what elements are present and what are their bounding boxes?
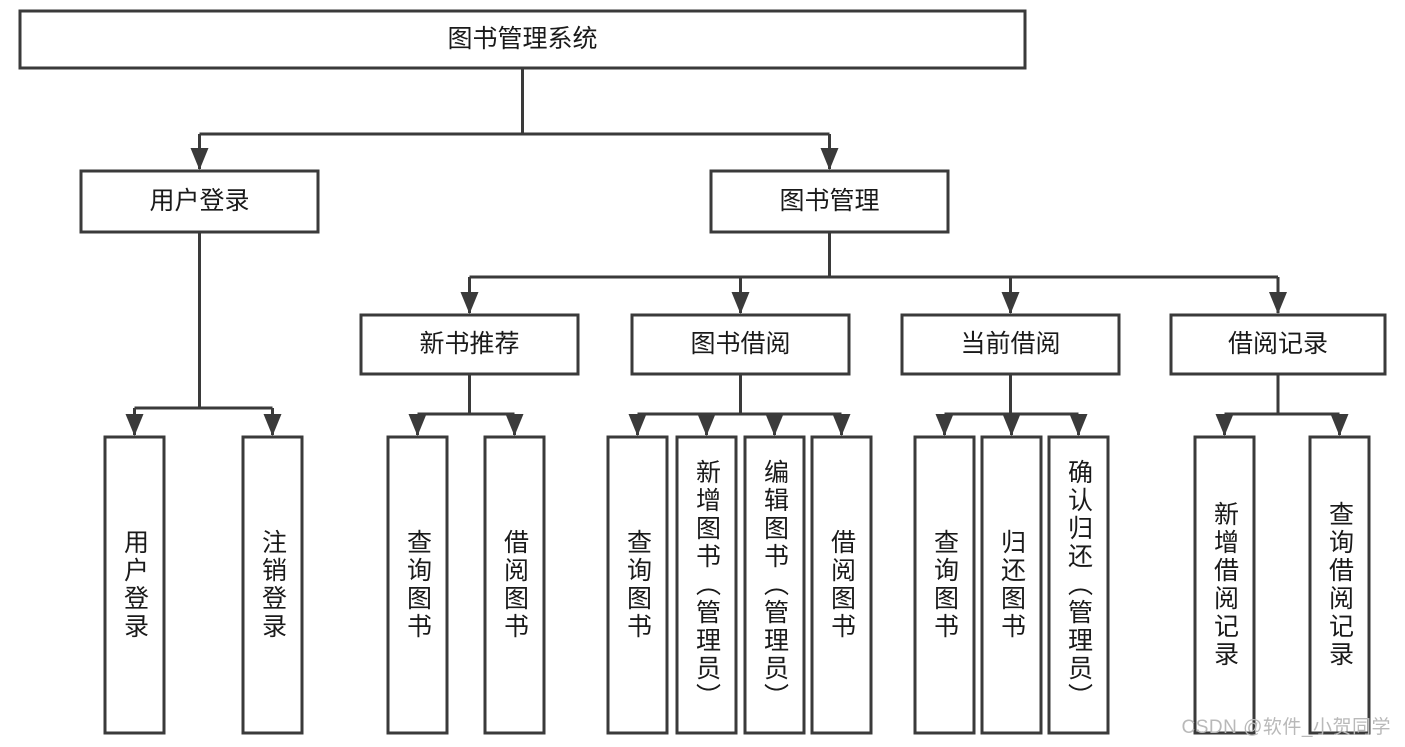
arrow-head-icon (1269, 292, 1287, 314)
arrow-head-icon (505, 414, 524, 436)
level2-node-box-user-login[interactable] (79, 169, 320, 234)
level2-node-box-book-manage[interactable] (709, 169, 950, 234)
arrow-head-icon (263, 414, 282, 436)
arrow-head-icon (935, 414, 954, 436)
arrow-head-icon (408, 414, 427, 436)
arrow-head-icon (820, 148, 839, 170)
level3-node-label-borrow-record: 借阅记录 (1228, 330, 1328, 358)
root-node-box[interactable] (18, 9, 1027, 70)
arrow-head-icon (628, 414, 647, 436)
arrow-head-icon (832, 414, 851, 436)
arrow-head-icon (731, 292, 750, 314)
level3-node-label-book-borrow: 图书借阅 (690, 330, 790, 358)
leaf-node-box-leaf-user-login[interactable] (103, 435, 166, 735)
leaf-node-box-leaf-add-record[interactable] (1193, 435, 1256, 735)
arrow-head-icon (1002, 414, 1021, 436)
leaf-node-box-leaf-confirm-return[interactable] (1047, 435, 1110, 735)
leaf-node-box-leaf-borrow-book[interactable] (810, 435, 873, 735)
level2-node-label-user-login: 用户登录 (149, 187, 249, 215)
arrow-head-icon (765, 414, 784, 436)
arrow-head-icon (1330, 414, 1349, 436)
leaf-node-box-leaf-add-book[interactable] (675, 435, 738, 735)
leaf-node-box-leaf-edit-book[interactable] (743, 435, 806, 735)
leaf-node-box-leaf-query-book-borrow[interactable] (606, 435, 669, 735)
arrow-head-icon (1001, 292, 1020, 314)
root-node-label: 图书管理系统 (447, 25, 597, 53)
level2-node-label-book-manage: 图书管理 (779, 187, 879, 215)
arrow-head-icon (460, 292, 479, 314)
arrow-head-icon (697, 414, 716, 436)
arrow-head-icon (125, 414, 144, 436)
arrow-head-icon (1069, 414, 1088, 436)
arrow-head-icon (190, 148, 209, 170)
leaf-node-box-leaf-return-book[interactable] (980, 435, 1043, 735)
leaf-node-box-leaf-logout[interactable] (241, 435, 304, 735)
level3-node-label-current-borrow: 当前借阅 (960, 330, 1060, 358)
level3-node-label-new-book-rec: 新书推荐 (419, 330, 519, 358)
leaf-node-box-leaf-query-record[interactable] (1308, 435, 1371, 735)
arrow-head-icon (1215, 414, 1234, 436)
leaf-node-box-leaf-borrow-book-rec[interactable] (483, 435, 546, 735)
leaf-node-box-leaf-query-book-cur[interactable] (913, 435, 976, 735)
level3-node-box-borrow-record[interactable] (1169, 313, 1387, 376)
leaf-node-box-leaf-query-book-rec[interactable] (386, 435, 449, 735)
csdn-watermark: CSDN @软件_小贺同学 (1181, 717, 1391, 738)
